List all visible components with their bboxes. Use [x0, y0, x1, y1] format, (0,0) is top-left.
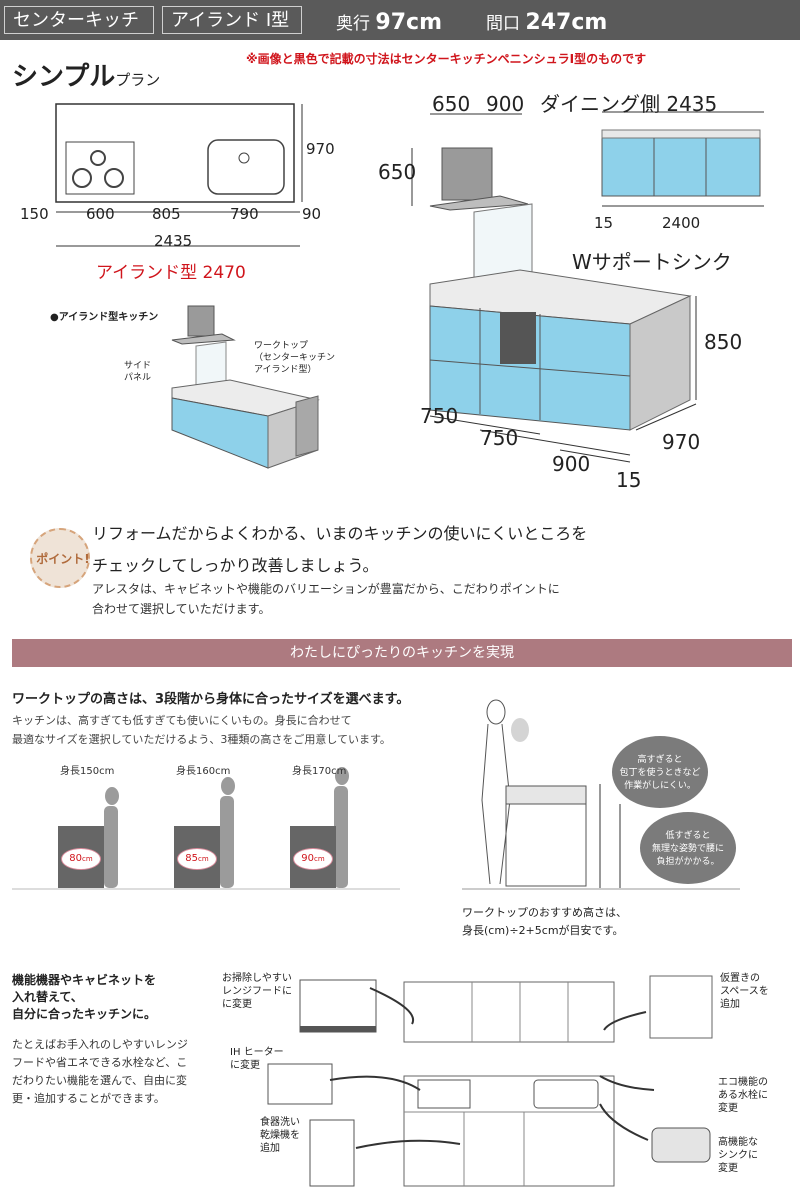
elevation-drawing	[411, 111, 764, 463]
point-sub-1: アレスタは、キャビネットや機能のバリエーションが豊富だから、こだわりポイントに	[92, 582, 560, 596]
replace-desc: たとえばお手入れのしやすいレンジフードや省エネできる水栓など、こだわりたい機能を…	[12, 1038, 188, 1105]
section-band: わたしにぴったりのキッチンを実現	[12, 639, 792, 667]
label-dishwasher: 食器洗い 乾燥機を 追加	[260, 1117, 300, 1154]
dim-15-top: 15	[594, 214, 614, 232]
person-label-160: 身長160cm	[176, 766, 231, 777]
person-label-170: 身長170cm	[292, 766, 347, 777]
height-desc-1: キッチンは、高すぎても低すぎても使いにくいもの。身長に合わせて	[12, 714, 352, 727]
island-width-label: アイランド型 2470	[96, 263, 246, 283]
recommend-line-2: 身長(cm)÷2+5cmが目安です。	[462, 924, 624, 937]
island-small-drawing	[171, 305, 320, 469]
dim-750-a: 750	[420, 404, 459, 428]
counter-90: 90cm	[290, 826, 336, 888]
header-depth: 奥行 97cm	[336, 10, 442, 35]
dim-790: 790	[230, 205, 259, 223]
point-sub-2: 合わせて選択していただけます。	[92, 602, 271, 616]
worktop-label: ワークトップ （センターキッチン アイランド型）	[254, 341, 336, 375]
dim-2435: 2435	[154, 232, 193, 250]
height-title: ワークトップの高さは、3段階から身体に合ったサイズを選べます。	[12, 692, 410, 707]
dim-600: 600	[86, 205, 115, 223]
dining-side-label: ダイニング側 2435	[540, 92, 718, 116]
header-tag-island: アイランド Ⅰ型	[162, 6, 302, 34]
dimension-note: ※画像と黒色で記載の寸法はセンターキッチンペニンシュラI型のものです	[246, 52, 647, 66]
replace-title: 機能機器やキャビネットを 入れ替えて、 自分に合ったキッチンに。	[12, 973, 157, 1021]
dim-15-bottom: 15	[616, 468, 642, 492]
dim-900-b: 900	[552, 452, 591, 476]
point-badge: ポイント!	[30, 528, 90, 588]
header-tag-center-kitchen: センターキッチン	[4, 6, 154, 59]
person-label-150: 身長150cm	[60, 766, 115, 777]
dim-805: 805	[152, 205, 181, 223]
height-figures	[12, 767, 400, 890]
dim-750-b: 750	[480, 426, 519, 450]
dim-650: 650	[432, 92, 471, 116]
label-sink: 高機能な シンクに 変更	[718, 1137, 758, 1174]
label-storage-space: 仮置きの スペースを 追加	[720, 973, 769, 1010]
posture-diagram	[462, 699, 740, 890]
recommend-line-1: ワークトップのおすすめ高さは、	[462, 906, 627, 919]
island-bullet: ●アイランド型キッチン	[50, 312, 159, 323]
label-range-hood: お掃除しやすい レンジフードに に変更	[222, 973, 292, 1010]
sink-label: Wサポートシンク	[572, 250, 732, 274]
dim-900: 900	[486, 92, 525, 116]
header-bar: センターキッチン アイランド Ⅰ型 奥行 97cm 間口 247cm	[0, 0, 800, 59]
bubble-too-high: 高すぎると 包丁を使うときなど 作業がしにくい。	[612, 736, 708, 808]
point-headline-2: チェックしてしっかり改善しましょう。	[92, 556, 379, 575]
dim-90: 90	[302, 205, 322, 223]
counter-80: 80cm	[58, 826, 104, 888]
dim-150: 150	[20, 205, 49, 223]
bubble-too-low: 低すぎると 無理な姿勢で腰に 負担がかかる。	[640, 812, 736, 884]
side-panel-label: サイド パネル	[124, 361, 152, 383]
dim-970-b: 970	[662, 430, 701, 454]
dim-height-850: 850	[704, 330, 743, 354]
height-desc-2: 最適なサイズを選択していただけるよう、3種類の高さをご用意しています。	[12, 733, 391, 746]
replace-drawings	[267, 975, 713, 1187]
point-headline-1: リフォームだからよくわかる、いまのキッチンの使いにくいところを	[92, 524, 588, 543]
dim-height-650: 650	[378, 160, 417, 184]
label-ih-heater: IH ヒーター に変更	[230, 1047, 284, 1071]
counter-85: 85cm	[174, 826, 220, 888]
plan-title: シンプルプラン	[12, 62, 161, 92]
plan-view-drawing	[55, 103, 303, 247]
dim-2400: 2400	[662, 214, 701, 232]
header-width: 間口 247cm	[486, 10, 608, 35]
label-eco-faucet: エコ機能の ある水栓に 変更	[718, 1077, 768, 1114]
dim-970: 970	[306, 140, 335, 158]
